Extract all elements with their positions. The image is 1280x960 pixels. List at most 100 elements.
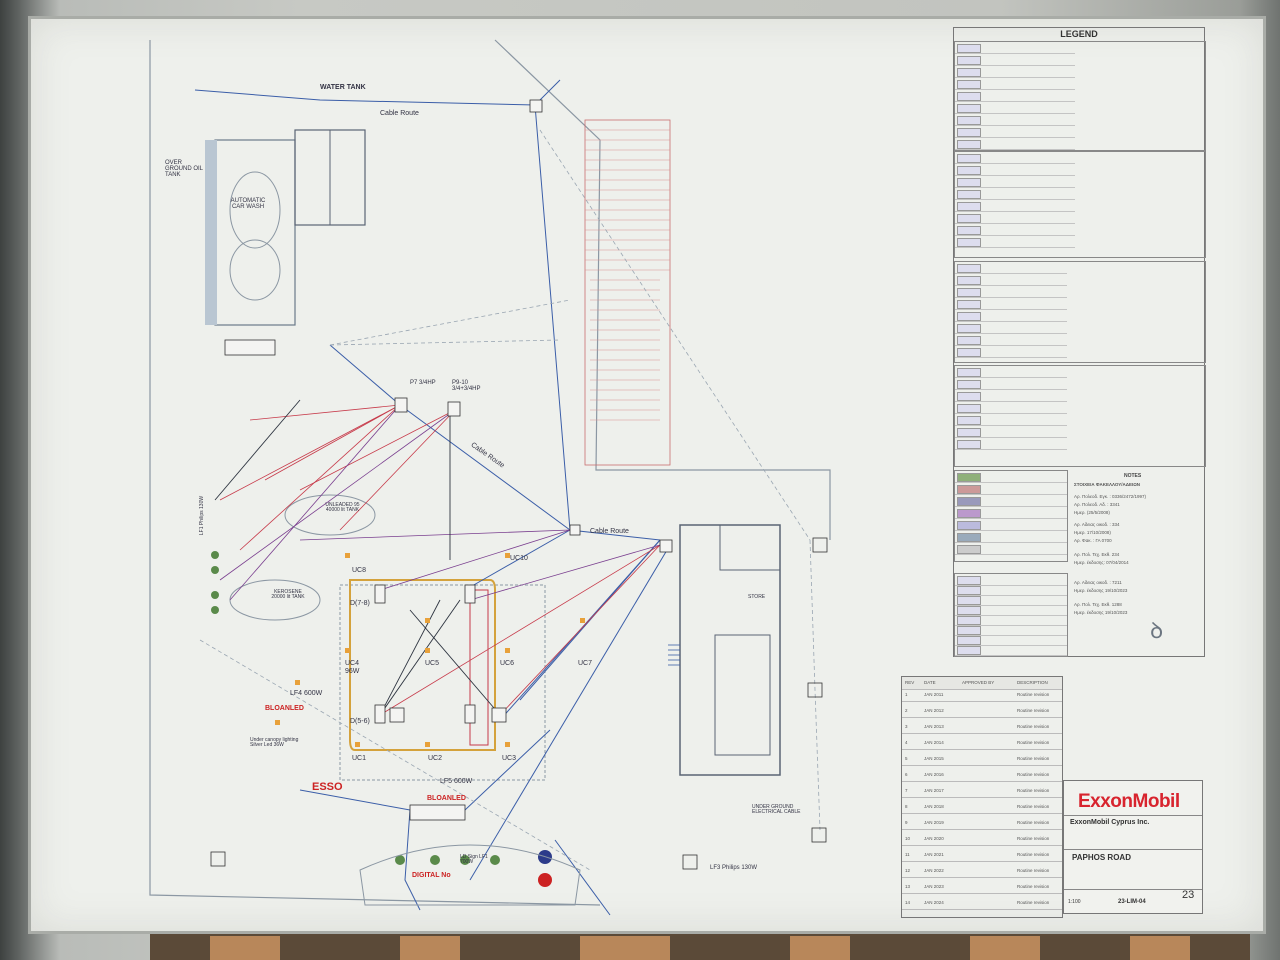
revision-date: JAN 2014 xyxy=(924,740,944,745)
digital-label: DIGITAL No xyxy=(412,872,451,879)
lf4-label: LF4 600W xyxy=(290,690,323,697)
description-header-cell: DESCRIPTION xyxy=(1017,680,1048,685)
notes-line: Ημερ. (25/5/2008) xyxy=(1074,510,1110,515)
bloanled-mid-label: BLOANLED xyxy=(427,795,466,802)
notes-line: Ημερ. έκδοσης 19/10/2023 xyxy=(1074,588,1128,593)
uc6-label: UC6 xyxy=(500,660,515,667)
uc4-label: UC4 xyxy=(345,660,360,667)
notes-title: NOTES xyxy=(1124,473,1142,479)
revision-desc: Routine revision xyxy=(1017,868,1050,873)
revision-row: 14 JAN 2024 Routine revision xyxy=(902,897,1062,910)
uc2-label: UC2 xyxy=(428,755,443,762)
revision-date: JAN 2023 xyxy=(924,884,944,889)
legend-panel: LEGEND xyxy=(953,27,1206,657)
drawing-number: 23-LIM-04 xyxy=(1118,899,1146,905)
car-wash-label: AUTOMATIC CAR WASH xyxy=(230,198,266,210)
revision-desc: Routine revision xyxy=(1017,852,1050,857)
revision-rev: 1 xyxy=(905,692,908,697)
revision-row: 7 JAN 2017 Routine revision xyxy=(902,785,1062,798)
revision-desc: Routine revision xyxy=(1017,820,1050,825)
uc4-watts: 96W xyxy=(345,668,360,675)
notes-header: ΣΤΟΙΧΕΙΑ ΦΑΚΕΛΛΟΥ/ΑΔΕΙΩΝ xyxy=(1074,482,1141,487)
d56-label: D(5-6) xyxy=(350,718,370,725)
exxonmobil-logo: ExxonMobil xyxy=(1078,791,1180,812)
uc1-label: UC1 xyxy=(352,755,367,762)
bloanled-left-label: BLOANLED xyxy=(265,705,304,712)
uc3-label: UC3 xyxy=(502,755,517,762)
d78-label: D(7-8) xyxy=(350,600,370,607)
revision-rev: 8 xyxy=(905,804,908,809)
site-name: PAPHOS ROAD xyxy=(1072,853,1131,862)
legend-group-3 xyxy=(954,261,1206,363)
revision-rev: 3 xyxy=(905,724,908,729)
revision-desc: Routine revision xyxy=(1017,804,1050,809)
notes-line: Ημερ. 17/10/2008) xyxy=(1074,530,1111,535)
lf1-label: LF1 Philips 130W xyxy=(199,495,206,536)
revision-date: JAN 2017 xyxy=(924,788,944,793)
revision-rev: 10 xyxy=(905,836,911,841)
date-header-cell: DATE xyxy=(924,680,936,685)
water-tank-label: WATER TANK xyxy=(320,84,366,91)
sheet-number: 23 xyxy=(1182,889,1195,901)
revision-desc: Routine revision xyxy=(1017,692,1050,697)
notes-line: Αρ. Πολ. Τεχ. Εκθ. 1288 xyxy=(1074,602,1122,607)
revision-date: JAN 2019 xyxy=(924,820,944,825)
legend-group-5 xyxy=(954,470,1068,562)
revision-date: JAN 2013 xyxy=(924,724,944,729)
revision-desc: Routine revision xyxy=(1017,788,1050,793)
revision-rev: 14 xyxy=(905,900,911,905)
revision-desc: Routine revision xyxy=(1017,724,1050,729)
revision-date: JAN 2018 xyxy=(924,804,944,809)
legend-group-2 xyxy=(954,151,1206,258)
revision-desc: Routine revision xyxy=(1017,836,1050,841)
revision-row: 1 JAN 2011 Routine revision xyxy=(902,689,1062,702)
revision-rev: 11 xyxy=(905,852,910,857)
revision-date: JAN 2012 xyxy=(924,708,944,713)
uc8-label: UC8 xyxy=(352,567,367,574)
revision-date: JAN 2021 xyxy=(924,852,944,857)
revision-date: JAN 2016 xyxy=(924,772,944,777)
uc7-label: UC7 xyxy=(578,660,593,667)
floor-area xyxy=(150,930,1250,960)
p9-label: P9-10 3/4+3/4HP xyxy=(452,380,481,392)
uc10-label: UC10 xyxy=(510,555,528,562)
lf5-label: LF5 600W xyxy=(440,778,473,785)
notes-line: Αρ. Αδειας οικοδ. : 334 xyxy=(1074,522,1120,527)
revision-rev: 4 xyxy=(905,740,908,745)
revision-rev: 6 xyxy=(905,772,908,777)
store-label: STORE xyxy=(748,594,766,600)
company-name: ExxonMobil Cyprus Inc. xyxy=(1070,819,1150,826)
underground-cable-label: UNDER GROUND ELECTRICAL CABLE xyxy=(752,804,801,815)
esso-label: ESSO xyxy=(312,781,343,793)
approved-header-cell: APPROVED BY xyxy=(962,680,995,685)
oil-tank-label: OVER GROUND OIL TANK xyxy=(165,160,203,178)
kerosene-tank-label: KEROSENE 20000 lit TANK xyxy=(271,589,305,600)
revision-desc: Routine revision xyxy=(1017,708,1050,713)
revision-desc: Routine revision xyxy=(1017,740,1050,745)
signature-mark: ꝺ xyxy=(1150,619,1164,644)
legend-title: LEGEND xyxy=(954,28,1204,42)
revision-row: 3 JAN 2013 Routine revision xyxy=(902,721,1062,734)
revision-rev: 2 xyxy=(905,708,908,713)
notes-line: Αρ. Πολ. Τεχ. Εκθ. 234 xyxy=(1074,552,1120,557)
notes-line: Αρ. Φακ. : ΓΑ 0700 xyxy=(1074,538,1112,543)
legend-group-1 xyxy=(954,41,1206,151)
revision-desc: Routine revision xyxy=(1017,900,1050,905)
revision-desc: Routine revision xyxy=(1017,756,1050,761)
notes-line: Αρ. Πολεοδ. Εγκ. : 0336/2472/1997) xyxy=(1074,494,1147,499)
revision-date: JAN 2011 xyxy=(924,692,944,697)
revision-row: 11 JAN 2021 Routine revision xyxy=(902,849,1062,862)
under-canopy-label: Under canopy lighting Silver Led 36W xyxy=(250,737,299,748)
revision-row: 8 JAN 2018 Routine revision xyxy=(902,801,1062,814)
revision-date: JAN 2024 xyxy=(924,900,944,905)
scale-value: 1:100 xyxy=(1068,899,1081,905)
revision-row: 2 JAN 2012 Routine revision xyxy=(902,705,1062,718)
p7-label: P7 3/4HP xyxy=(410,380,436,386)
revision-rev: 7 xyxy=(905,788,908,793)
notes-line: Αρ. Αδειας οικοδ. : 7211 xyxy=(1074,580,1122,585)
